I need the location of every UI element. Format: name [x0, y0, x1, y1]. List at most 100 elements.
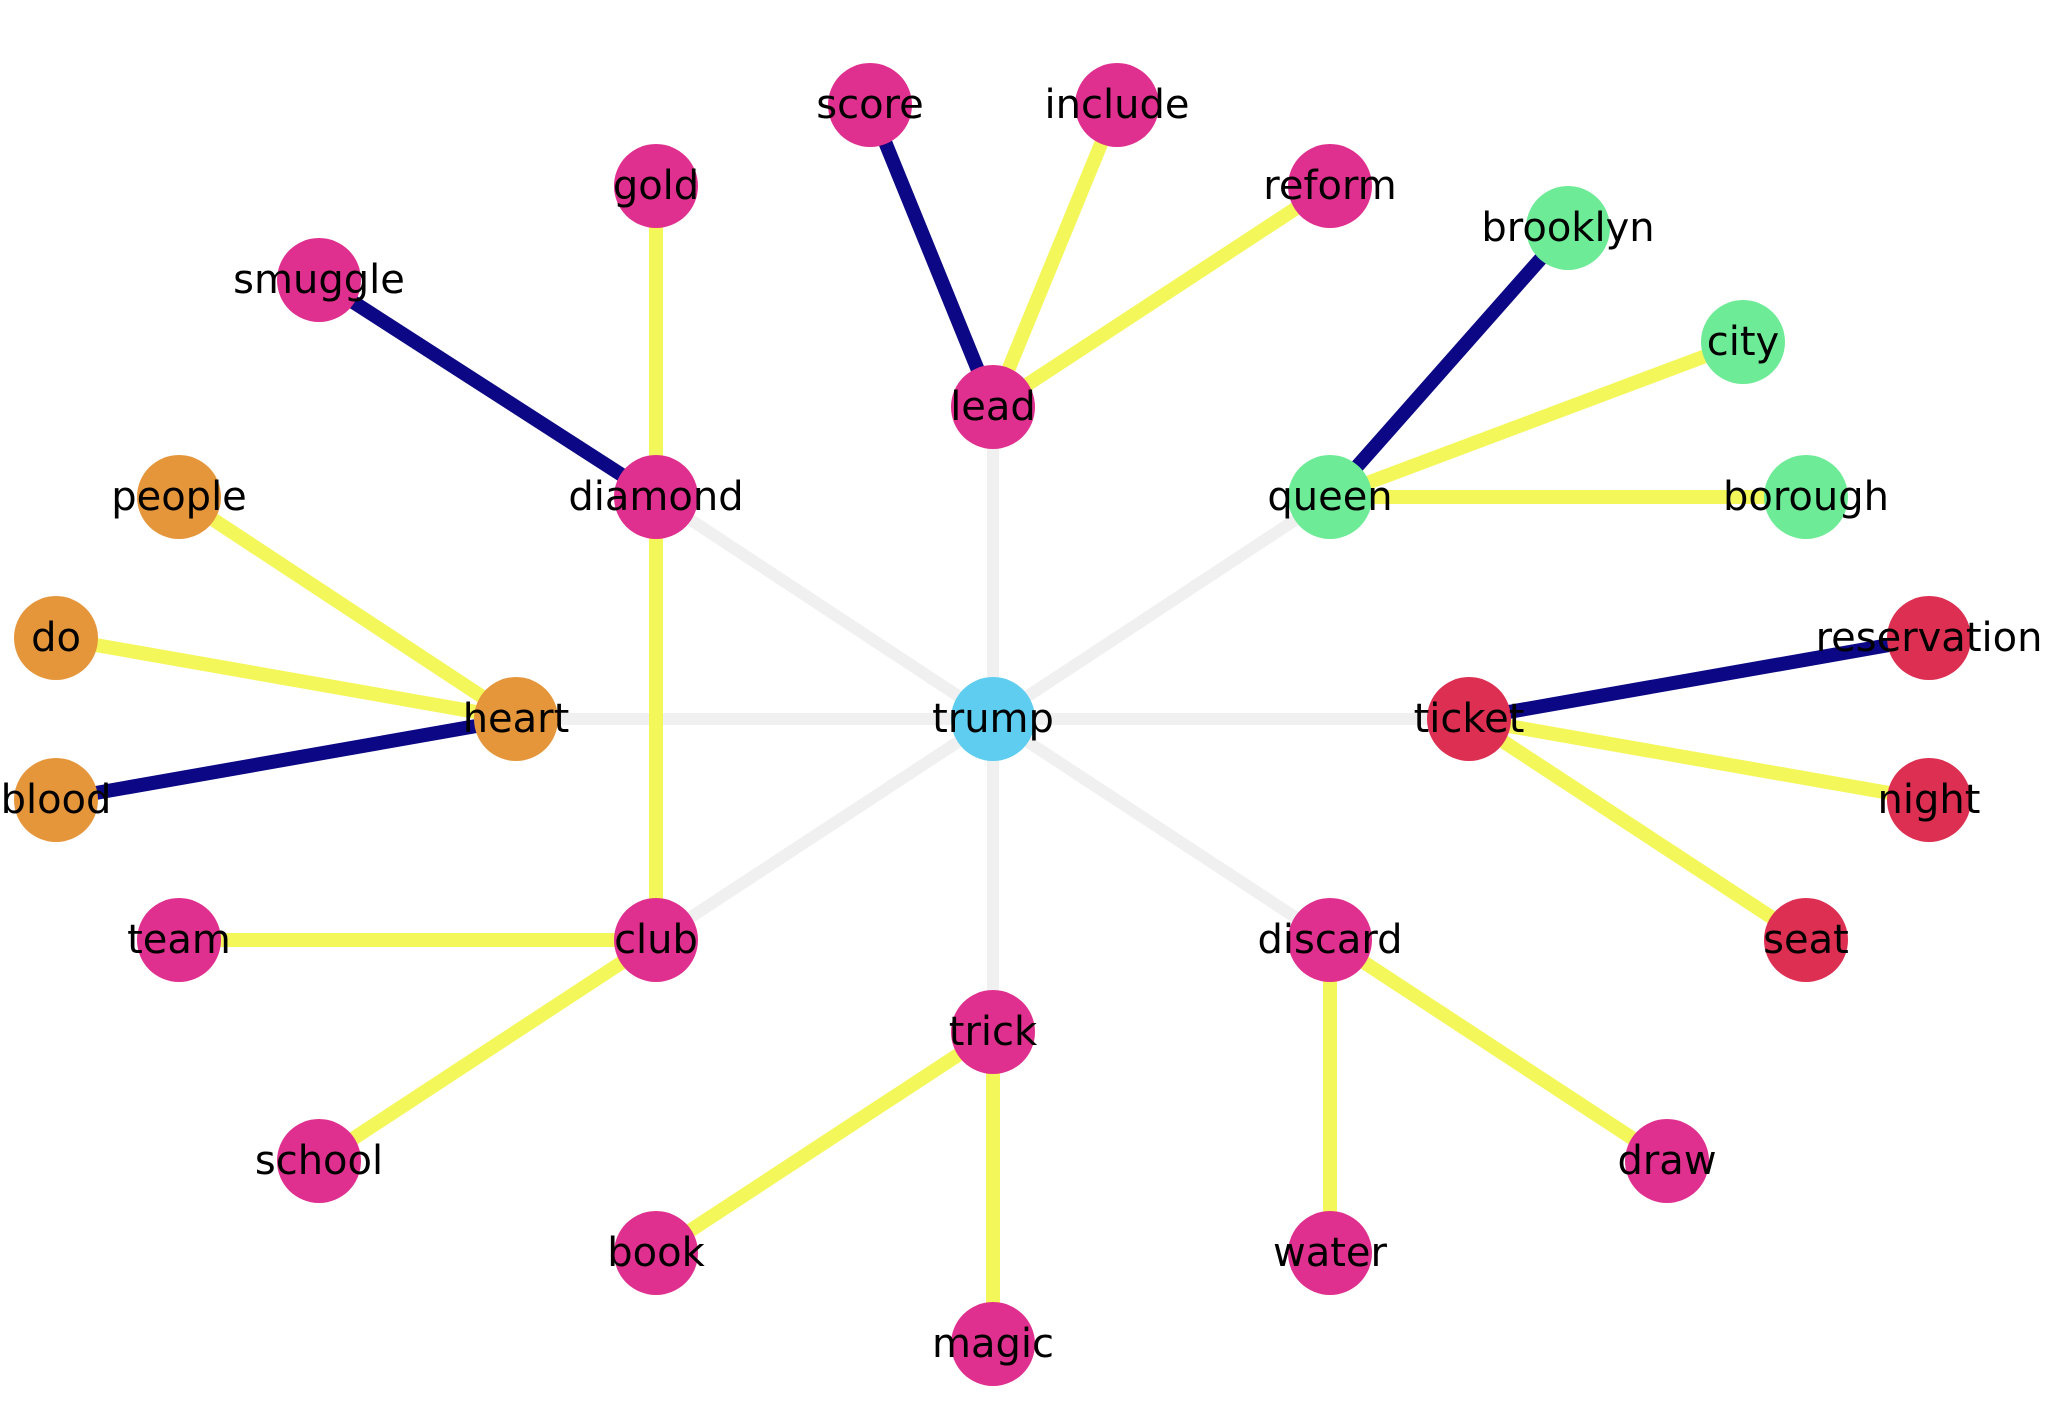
- node-diamond[interactable]: diamond: [568, 455, 744, 539]
- node-heart[interactable]: heart: [463, 677, 570, 761]
- node-team[interactable]: team: [127, 898, 231, 982]
- node-label-reservation: reservation: [1816, 615, 2043, 661]
- edge-queen-city: [1327, 335, 1746, 504]
- node-people[interactable]: people: [111, 455, 247, 539]
- node-trick[interactable]: trick: [949, 990, 1038, 1074]
- node-label-reform: reform: [1263, 163, 1396, 209]
- node-circle-book: [614, 1211, 698, 1295]
- node-label-borough: borough: [1723, 474, 1889, 520]
- node-circle-club: [614, 898, 698, 982]
- node-circle-blood: [14, 758, 98, 842]
- edge-heart-people: [175, 491, 520, 725]
- node-magic[interactable]: magic: [932, 1302, 1054, 1386]
- edge-diamond-smuggle: [315, 274, 660, 503]
- node-circle-include: [1075, 63, 1159, 147]
- node-label-include: include: [1045, 82, 1190, 128]
- nodes-layer: trump lead score include reform queen brooklyn…: [1, 63, 2043, 1386]
- node-smuggle[interactable]: smuggle: [233, 238, 405, 322]
- node-label-city: city: [1707, 319, 1779, 365]
- node-circle-smuggle: [277, 238, 361, 322]
- node-circle-people: [137, 455, 221, 539]
- node-reform[interactable]: reform: [1263, 144, 1397, 228]
- node-school[interactable]: school: [255, 1119, 383, 1203]
- node-label-do: do: [31, 615, 81, 661]
- node-brooklyn[interactable]: brooklyn: [1481, 186, 1655, 270]
- node-blood[interactable]: blood: [1, 758, 112, 842]
- node-circle-city: [1701, 300, 1785, 384]
- edge-heart-do: [54, 631, 518, 726]
- node-ticket[interactable]: ticket: [1414, 677, 1525, 761]
- node-circle-reservation: [1887, 596, 1971, 680]
- node-do[interactable]: do: [14, 596, 98, 680]
- node-label-water: water: [1273, 1230, 1388, 1276]
- node-circle-brooklyn: [1526, 186, 1610, 270]
- node-include[interactable]: include: [1045, 63, 1190, 147]
- node-label-club: club: [614, 917, 698, 963]
- node-circle-queen: [1288, 455, 1372, 539]
- node-label-magic: magic: [932, 1321, 1054, 1367]
- edge-heart-blood: [54, 712, 518, 807]
- node-circle-night: [1887, 758, 1971, 842]
- node-circle-reform: [1288, 144, 1372, 228]
- node-circle-diamond: [614, 455, 698, 539]
- node-club[interactable]: club: [614, 898, 698, 982]
- node-circle-do: [14, 596, 98, 680]
- node-seat[interactable]: seat: [1763, 898, 1849, 982]
- node-label-draw: draw: [1617, 1138, 1716, 1184]
- node-label-score: score: [816, 82, 923, 128]
- node-label-people: people: [111, 474, 247, 520]
- node-circle-heart: [474, 677, 558, 761]
- node-draw[interactable]: draw: [1617, 1119, 1717, 1203]
- node-circle-score: [828, 63, 912, 147]
- edge-discard-draw: [1326, 934, 1671, 1167]
- edge-lead-reform: [989, 180, 1334, 413]
- node-queen[interactable]: queen: [1267, 455, 1393, 539]
- node-circle-ticket: [1427, 677, 1511, 761]
- node-label-ticket: ticket: [1414, 696, 1525, 742]
- edge-lead-include: [986, 102, 1124, 410]
- node-label-brooklyn: brooklyn: [1481, 205, 1654, 251]
- edge-club-school: [315, 934, 660, 1167]
- edge-trump-diamond: [652, 491, 997, 725]
- node-water[interactable]: water: [1273, 1211, 1388, 1295]
- edge-trump-queen: [989, 491, 1334, 725]
- node-book[interactable]: book: [607, 1211, 706, 1295]
- node-reservation[interactable]: reservation: [1816, 596, 2043, 680]
- node-label-gold: gold: [613, 163, 699, 209]
- node-label-book: book: [607, 1230, 705, 1276]
- node-circle-team: [137, 898, 221, 982]
- node-circle-draw: [1625, 1119, 1709, 1203]
- node-circle-discard: [1288, 898, 1372, 982]
- node-circle-gold: [614, 144, 698, 228]
- node-label-diamond: diamond: [568, 474, 743, 520]
- edge-ticket-night: [1467, 712, 1931, 807]
- node-label-school: school: [255, 1138, 383, 1184]
- node-score[interactable]: score: [816, 63, 924, 147]
- node-circle-lead: [951, 365, 1035, 449]
- edge-ticket-reservation: [1467, 631, 1931, 726]
- edge-trump-club: [652, 713, 997, 946]
- node-circle-trump: [951, 677, 1035, 761]
- node-lead[interactable]: lead: [950, 365, 1036, 449]
- node-trump[interactable]: trump: [932, 677, 1054, 761]
- node-city[interactable]: city: [1701, 300, 1785, 384]
- node-gold[interactable]: gold: [613, 144, 699, 228]
- node-discard[interactable]: discard: [1258, 898, 1403, 982]
- node-label-seat: seat: [1763, 917, 1849, 963]
- edge-trump-discard: [989, 713, 1334, 946]
- edge-trick-book: [652, 1026, 997, 1259]
- node-label-discard: discard: [1258, 917, 1403, 963]
- node-circle-trick: [951, 990, 1035, 1074]
- node-circle-water: [1288, 1211, 1372, 1295]
- node-borough[interactable]: borough: [1723, 455, 1889, 539]
- node-circle-school: [277, 1119, 361, 1203]
- node-label-trick: trick: [949, 1009, 1038, 1055]
- node-label-blood: blood: [1, 777, 112, 823]
- node-circle-borough: [1764, 455, 1848, 539]
- edge-lead-score: [863, 102, 1000, 410]
- edge-queen-brooklyn: [1324, 223, 1574, 502]
- node-night[interactable]: night: [1878, 758, 1981, 842]
- node-label-queen: queen: [1267, 474, 1392, 520]
- node-circle-seat: [1764, 898, 1848, 982]
